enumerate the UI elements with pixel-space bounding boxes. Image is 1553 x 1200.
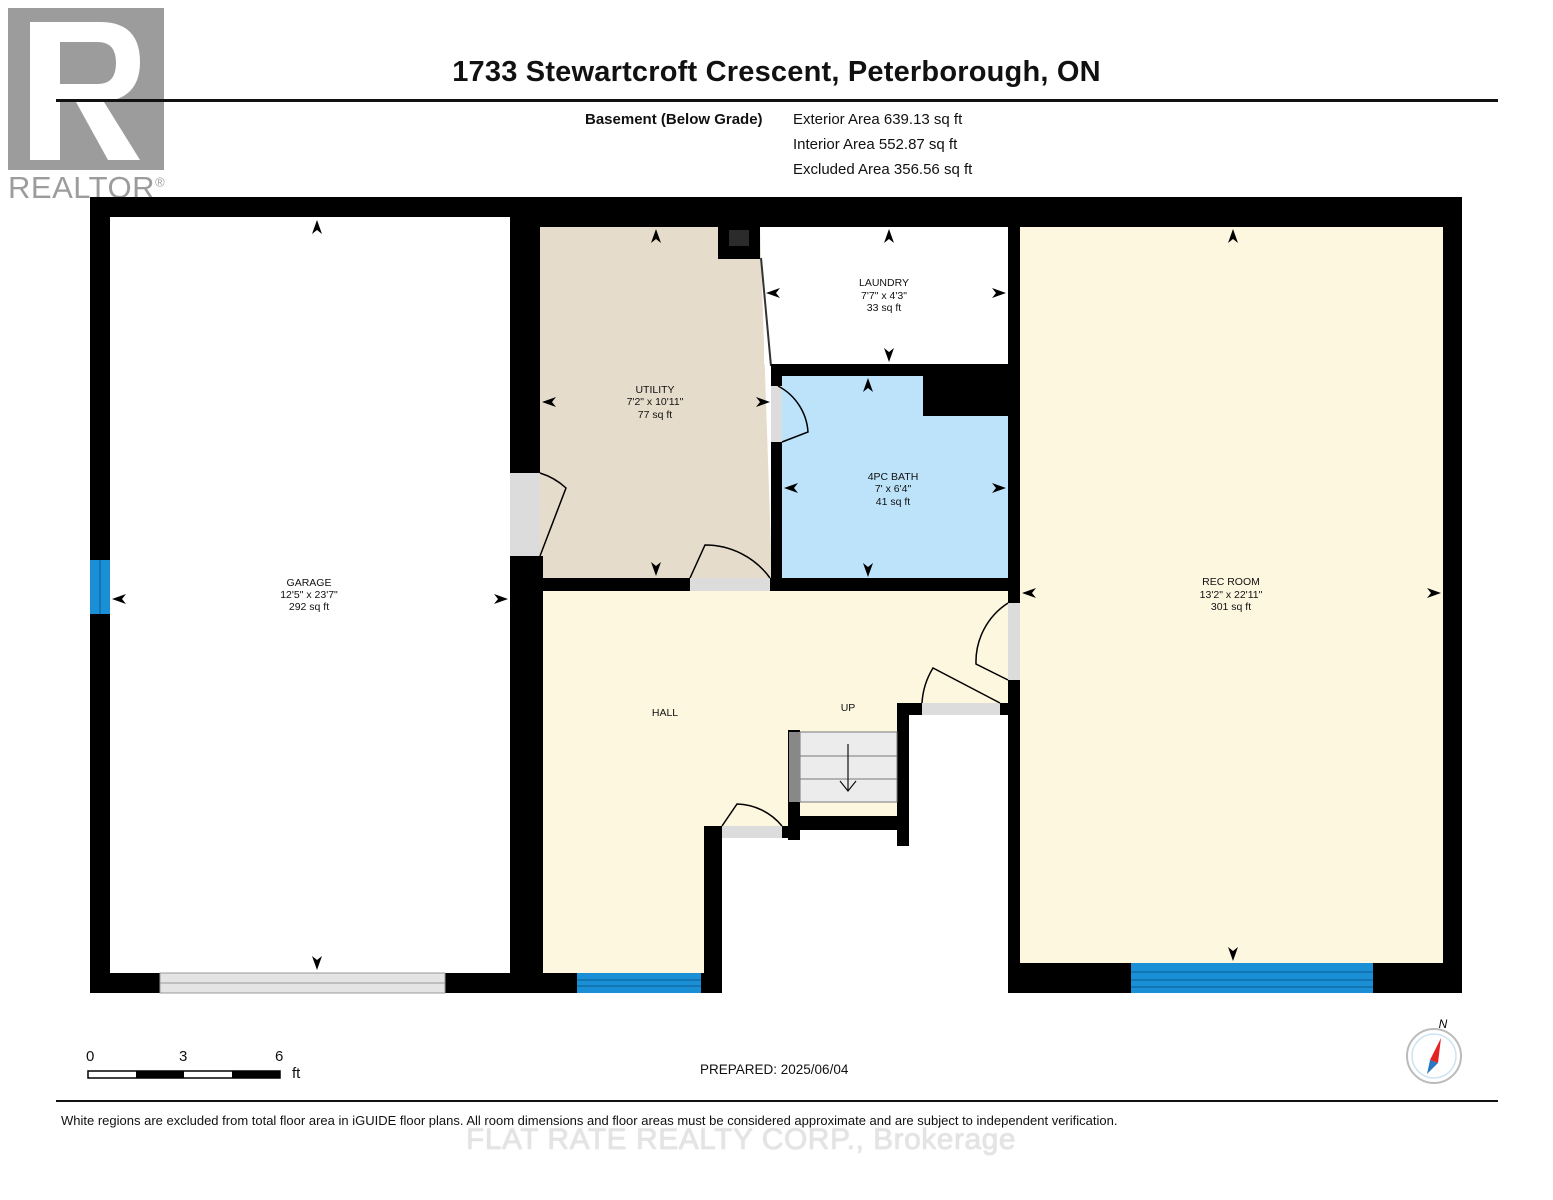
compass-north-label: N: [1439, 1017, 1448, 1031]
svg-text:12'5" x 23'7": 12'5" x 23'7": [280, 589, 338, 601]
rec-door-opening: [1008, 603, 1020, 680]
svg-text:13'2" x 22'11": 13'2" x 22'11": [1200, 589, 1263, 601]
garage-east-wall-upper: [510, 217, 540, 473]
rec-room-floor: [1020, 227, 1443, 963]
utility-south-wall-east: [770, 578, 1020, 591]
utility-south-wall-west: [540, 578, 690, 591]
stairs-up-label: UP: [841, 702, 856, 714]
svg-text:4PC BATH: 4PC BATH: [868, 471, 919, 483]
hall-door-swing: [721, 803, 783, 827]
footer-rule: [56, 1100, 1498, 1102]
utility-door-swing: [689, 544, 771, 579]
bath-door-swing: [777, 385, 809, 443]
laundry-label: LAUNDRY 7'7" x 4'3" 33 sq ft: [859, 277, 909, 314]
staircase: [789, 731, 898, 803]
svg-text:LAUNDRY: LAUNDRY: [859, 277, 909, 289]
svg-text:7'7" x 4'3": 7'7" x 4'3": [861, 290, 907, 302]
stair-south-wall: [788, 816, 909, 830]
svg-text:UTILITY: UTILITY: [635, 384, 674, 396]
scale-tick-3: 3: [179, 1048, 188, 1065]
header-rule: [56, 99, 1498, 102]
exterior-area: Exterior Area 639.13 sq ft: [793, 111, 963, 128]
page-title: 1733 Stewartcroft Crescent, Peterborough…: [452, 56, 1101, 88]
svg-text:41 sq ft: 41 sq ft: [876, 496, 911, 508]
level-label: Basement (Below Grade): [585, 111, 763, 128]
east-wall: [1443, 197, 1462, 993]
rec-west-wall-upper: [1008, 227, 1020, 603]
excluded-area: Excluded Area 356.56 sq ft: [793, 161, 973, 178]
stair-east-wall: [897, 703, 909, 846]
scale-tick-6: 6: [275, 1048, 284, 1065]
closet-door-opening: [922, 703, 1000, 715]
rec-west-wall-lower: [1008, 680, 1020, 973]
interior-area: Interior Area 552.87 sq ft: [793, 136, 958, 153]
svg-text:77 sq ft: 77 sq ft: [638, 409, 673, 421]
brokerage-watermark: FLAT RATE REALTY CORP., Brokerage: [466, 1123, 1017, 1156]
rec-door-swing: [975, 602, 1009, 681]
bath-west-wall: [771, 376, 782, 591]
garage-floor: [110, 217, 510, 973]
svg-text:GARAGE: GARAGE: [287, 577, 332, 589]
hall-floor: [543, 591, 1008, 973]
svg-text:7' x 6'4": 7' x 6'4": [875, 483, 912, 495]
garage-label: GARAGE 12'5" x 23'7" 292 sq ft: [280, 577, 338, 613]
utility-door-opening: [690, 578, 770, 591]
svg-text:292 sq ft: 292 sq ft: [289, 601, 329, 613]
laundry-floor: [764, 227, 1008, 364]
svg-text:REC ROOM: REC ROOM: [1202, 576, 1260, 588]
disclaimer-text: White regions are excluded from total fl…: [61, 1113, 1118, 1128]
dimension-arrows: [112, 220, 1441, 970]
utility-laundry-divider: [760, 257, 772, 367]
scale-bar: [87, 1070, 281, 1079]
bath-door-opening: [771, 386, 782, 442]
realtor-r-mark: [8, 8, 164, 170]
compass-icon: N: [1406, 1017, 1462, 1084]
svg-text:33 sq ft: 33 sq ft: [867, 302, 902, 314]
svg-text:301 sq ft: 301 sq ft: [1211, 601, 1251, 613]
hall-door-opening: [722, 826, 782, 838]
rec-room-window: [1131, 963, 1373, 993]
bath-ne-block: [923, 364, 1020, 416]
prepared-date: PREPARED: 2025/06/04: [700, 1062, 849, 1077]
scale-tick-0: 0: [86, 1048, 95, 1065]
garage-door-swing: [539, 472, 567, 557]
svg-text:7'2" x 10'11": 7'2" x 10'11": [627, 396, 684, 408]
hall-label: HALL: [652, 707, 678, 719]
north-wall: [90, 197, 1462, 217]
closet-door-swing: [921, 667, 1001, 704]
scale-unit: ft: [292, 1065, 301, 1082]
hall-east-wall: [704, 826, 722, 993]
utility-floor: [540, 227, 772, 578]
hall-window: [577, 973, 701, 993]
garage-door-opening: [510, 473, 540, 556]
bath-label: 4PC BATH 7' x 6'4" 41 sq ft: [868, 471, 919, 508]
registered-mark: ®: [155, 174, 166, 190]
garage-east-wall-lower: [510, 556, 543, 993]
rec-room-label: REC ROOM 13'2" x 22'11" 301 sq ft: [1200, 576, 1263, 613]
utility-label: UTILITY 7'2" x 10'11" 77 sq ft: [627, 384, 684, 421]
